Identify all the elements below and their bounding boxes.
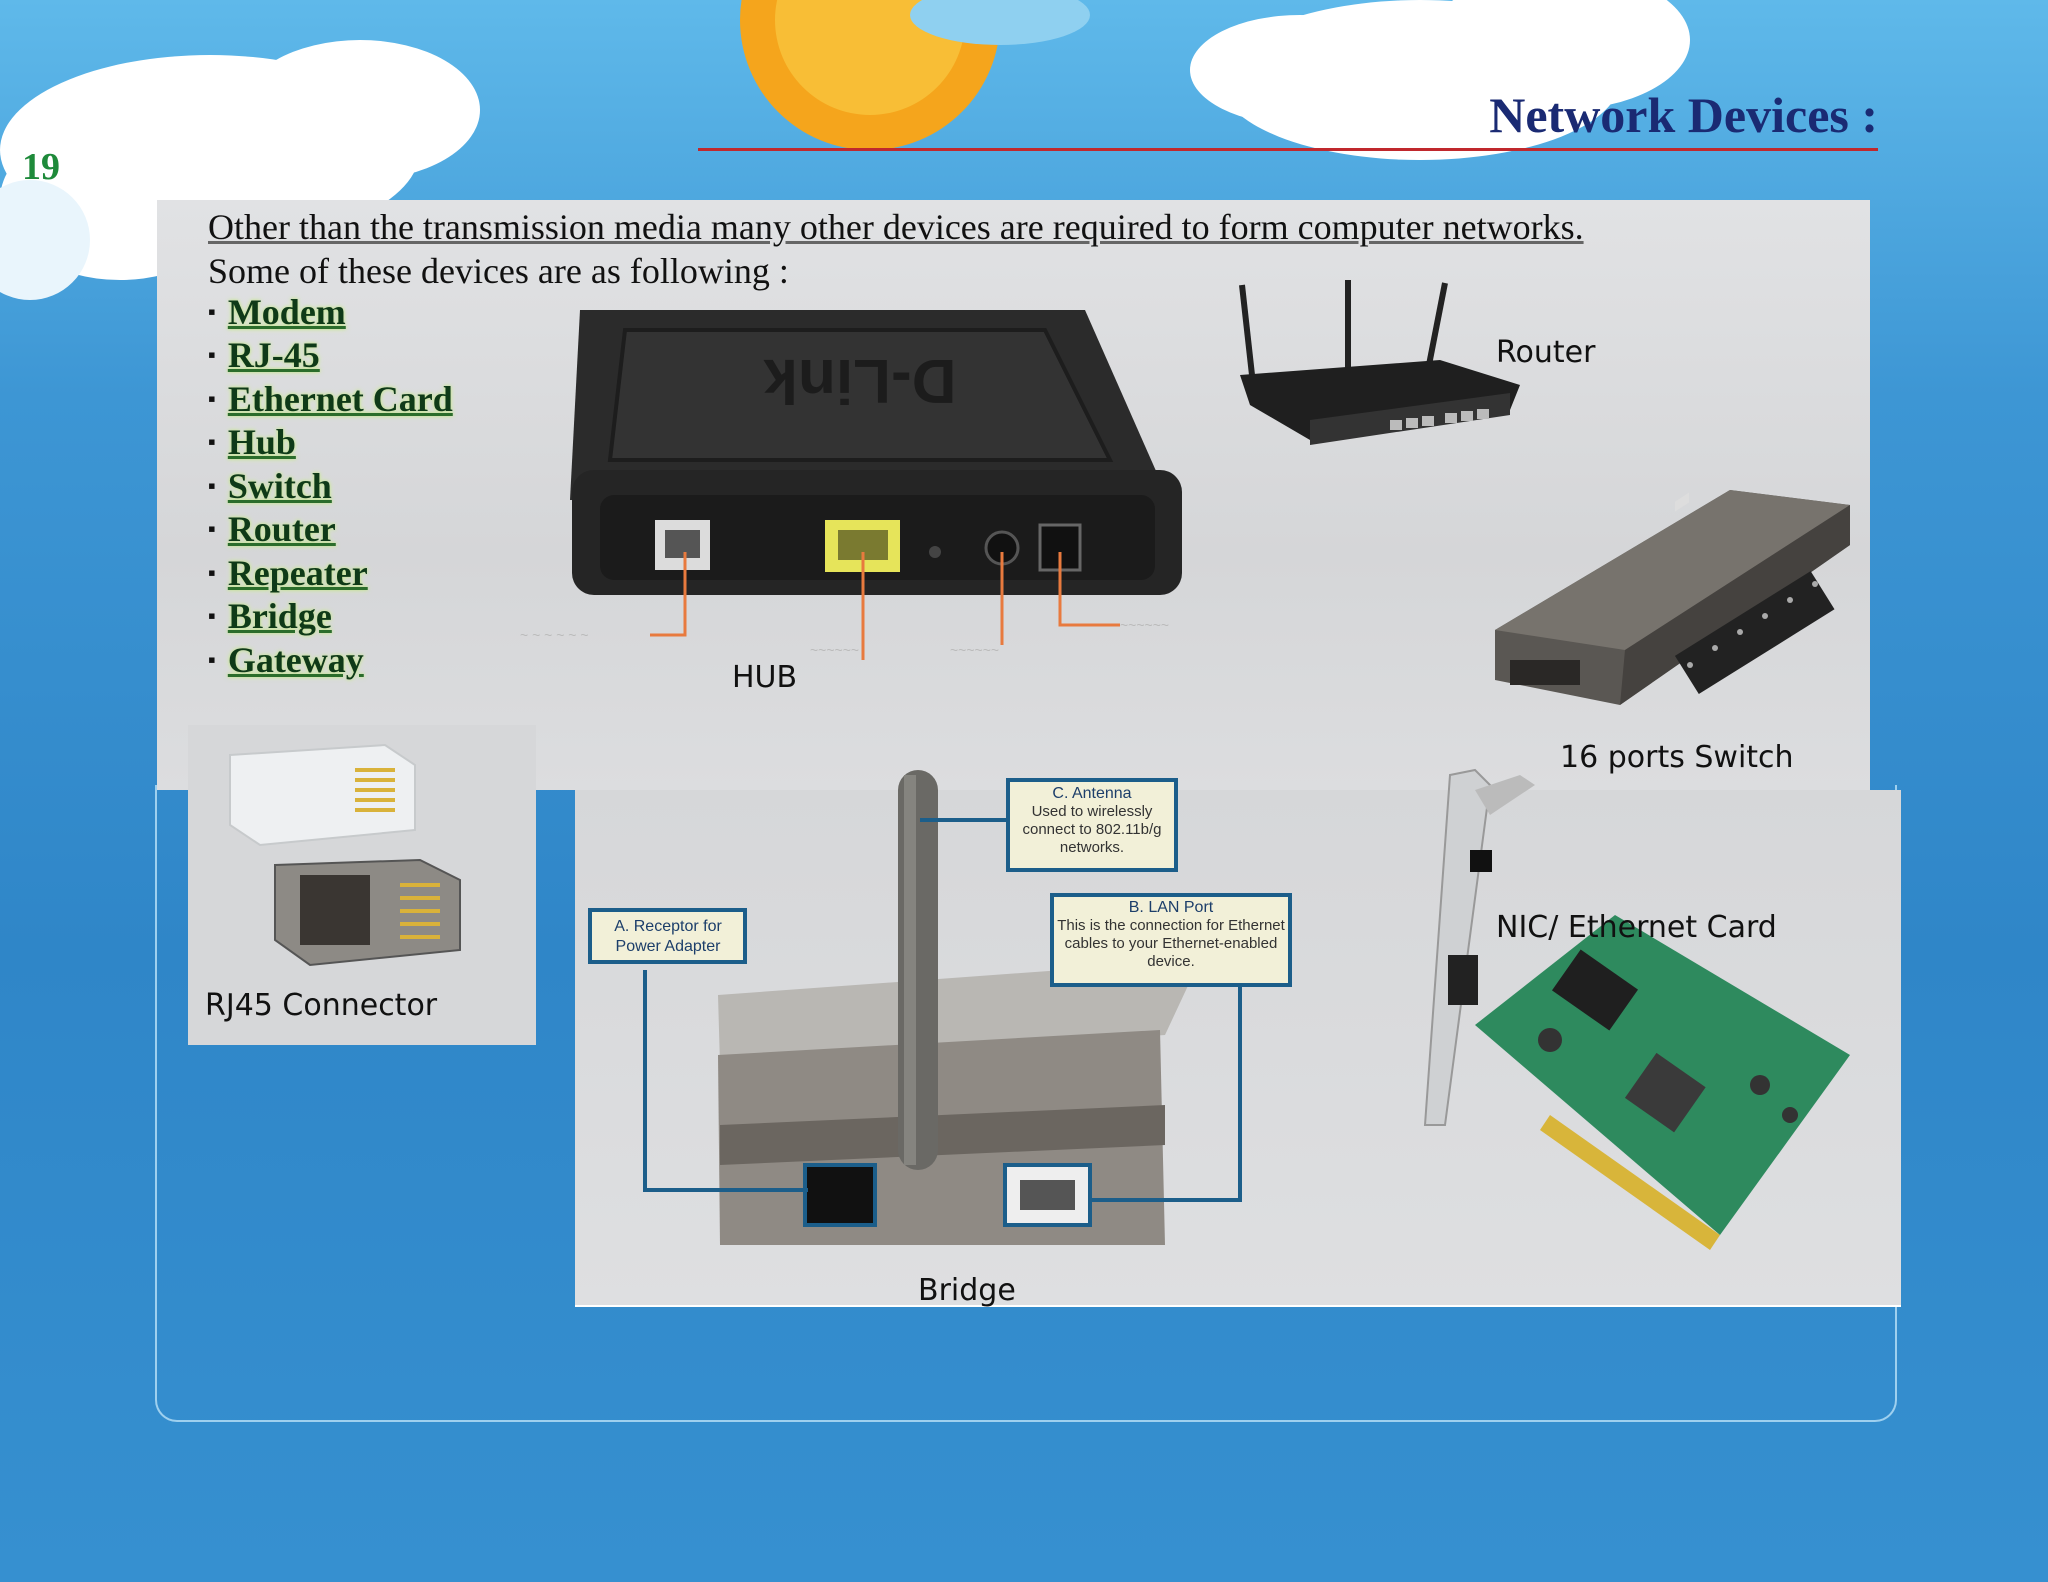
device-name: Ethernet Card — [227, 378, 453, 419]
bullet-icon: ▪ — [208, 559, 216, 585]
device-name: Modem — [227, 291, 346, 332]
device-list-item: ▪ Repeater — [208, 551, 453, 595]
hub-brand-text: D-Link — [763, 346, 956, 415]
device-name: Gateway — [227, 639, 364, 680]
bullet-icon: ▪ — [208, 429, 216, 455]
svg-text:~~~~~~: ~~~~~~ — [810, 642, 859, 658]
device-list: ▪ Modem ▪ RJ-45 ▪ Ethernet Card ▪ Hub ▪ Switch ▪ Ro… — [208, 290, 453, 682]
nic-card-image — [1423, 768, 1850, 1250]
bullet-icon: ▪ — [208, 646, 216, 672]
device-name: Bridge — [227, 596, 332, 637]
power-callout-box — [588, 908, 747, 964]
bridge-image: C. Antenna Used to wirelessly connect to… — [588, 770, 1292, 1245]
lan-callout-box — [1050, 893, 1292, 987]
antenna-callout-title: C. Antenna — [1052, 785, 1131, 802]
bullet-icon: ▪ — [208, 516, 216, 542]
page-number: 19 — [22, 146, 60, 188]
device-name: Repeater — [227, 552, 368, 593]
power-callout-title: A. Receptor for — [614, 918, 722, 935]
rj45-connector-image — [229, 743, 461, 967]
device-list-item: ▪ RJ-45 — [208, 334, 453, 378]
title-underline — [698, 148, 1878, 151]
bullet-icon: ▪ — [208, 342, 216, 368]
intro-line-1: Other than the transmission media many o… — [208, 207, 1584, 247]
intro-line-2: Some of these devices are as following : — [208, 251, 789, 291]
rj45-caption: RJ45 Connector — [205, 988, 438, 1023]
antenna-callout-box — [1006, 778, 1178, 872]
device-list-item: ▪ Switch — [208, 464, 453, 508]
device-list-item: ▪ Router — [208, 508, 453, 552]
bullet-icon: ▪ — [208, 603, 216, 629]
power-callout-text: Power Adapter — [616, 938, 722, 955]
bullet-icon: ▪ — [208, 298, 216, 324]
bullet-icon: ▪ — [208, 472, 216, 498]
device-name: Router — [227, 509, 336, 550]
svg-text:~ ~ ~ ~ ~ ~: ~ ~ ~ ~ ~ ~ — [520, 627, 589, 643]
device-list-item: ▪ Bridge — [208, 595, 453, 639]
device-name: Hub — [227, 422, 296, 463]
cloud-sun-decoration — [0, 0, 1690, 300]
device-name: RJ-45 — [227, 335, 320, 376]
svg-text:~~~~~~: ~~~~~~ — [1120, 617, 1169, 633]
device-name: Switch — [227, 465, 332, 506]
device-list-item: ▪ Modem — [208, 290, 453, 334]
router-image — [1239, 280, 1520, 445]
router-caption: Router — [1496, 335, 1596, 370]
bridge-caption: Bridge — [918, 1273, 1016, 1308]
device-list-item: ▪ Hub — [208, 421, 453, 465]
switch-caption: 16 ports Switch — [1560, 740, 1794, 775]
slide-title: Network Devices : — [1489, 87, 1878, 143]
hub-caption: HUB — [732, 660, 798, 695]
switch-image — [1495, 490, 1850, 705]
lan-callout-title: B. LAN Port — [1129, 899, 1214, 916]
device-list-item: ▪ Gateway — [208, 638, 453, 682]
svg-text:~~~~~~: ~~~~~~ — [950, 642, 999, 658]
nic-caption: NIC/ Ethernet Card — [1496, 910, 1777, 945]
lan-callout-text: This is the connection for Ethernet cabl… — [1057, 917, 1285, 970]
intro-text: Other than the transmission media many o… — [208, 205, 1584, 293]
antenna-callout-text: Used to wirelessly connect to 802.11b/g … — [1022, 803, 1162, 856]
device-list-item: ▪ Ethernet Card — [208, 377, 453, 421]
bullet-icon: ▪ — [208, 385, 216, 411]
hub-image: D-Link ~ ~ ~ ~ ~ ~ ~~~~~~ ~~~~~~ ~~~~~~ — [520, 310, 1182, 660]
